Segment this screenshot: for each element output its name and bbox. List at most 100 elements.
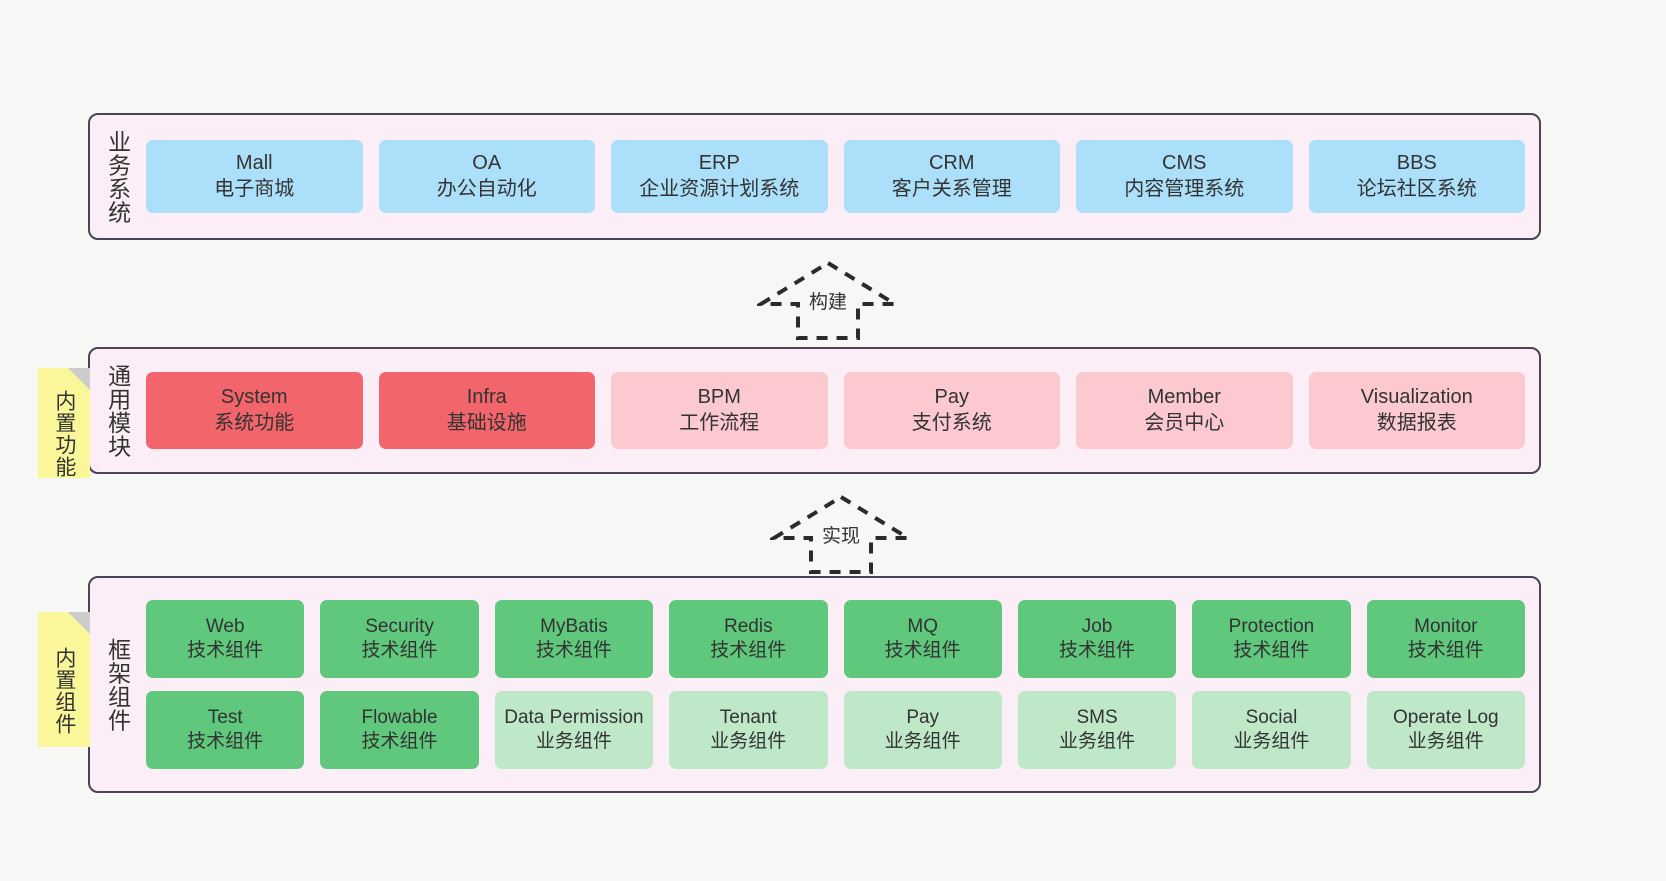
arrow-label-build: 构建 bbox=[809, 292, 848, 313]
card-subtitle: 技术组件 bbox=[187, 731, 264, 752]
card-subtitle: 工作流程 bbox=[679, 411, 760, 434]
card-title: MQ bbox=[907, 615, 938, 637]
card-erp[interactable]: ERP 企业资源计划系统 bbox=[611, 140, 828, 213]
card-subtitle: 技术组件 bbox=[361, 640, 438, 661]
card-title: Web bbox=[205, 615, 245, 637]
card-title: Protection bbox=[1228, 615, 1315, 637]
card-tenant[interactable]: Tenant 业务组件 bbox=[669, 691, 828, 769]
card-title: Redis bbox=[724, 615, 773, 637]
card-title: Operate Log bbox=[1392, 706, 1499, 728]
card-subtitle: 业务组件 bbox=[1233, 731, 1310, 752]
card-row: System 系统功能 Infra 基础设施 BPM 工作流程 Pay 支付系统… bbox=[146, 372, 1525, 449]
card-security[interactable]: Security 技术组件 bbox=[320, 600, 479, 678]
layer-title-framework: 框架组件 bbox=[104, 637, 131, 732]
card-subtitle: 业务组件 bbox=[710, 731, 787, 752]
card-title: System bbox=[220, 385, 288, 408]
card-title: BBS bbox=[1396, 151, 1437, 174]
layer-panel-business: 业务系统 Mall 电子商城 OA 办公自动化 ERP 企业资源计划系统 CRM… bbox=[88, 113, 1541, 240]
sticky-note-label: 内置组件 bbox=[52, 646, 76, 735]
card-title: Infra bbox=[466, 385, 507, 408]
card-test[interactable]: Test 技术组件 bbox=[146, 691, 305, 769]
card-title: Pay bbox=[906, 706, 940, 728]
card-bpm[interactable]: BPM 工作流程 bbox=[611, 372, 828, 449]
card-title: BPM bbox=[697, 385, 741, 408]
card-row-tech: Web 技术组件 Security 技术组件 MyBatis 技术组件 Redi… bbox=[146, 600, 1525, 678]
card-row-business: Test 技术组件 Flowable 技术组件 Data Permission … bbox=[146, 691, 1525, 769]
card-subtitle: 支付系统 bbox=[911, 411, 992, 434]
card-visualization[interactable]: Visualization 数据报表 bbox=[1308, 372, 1525, 449]
card-subtitle: 技术组件 bbox=[187, 640, 264, 661]
arrow-label-implement: 实现 bbox=[822, 526, 861, 547]
card-title: Pay bbox=[934, 385, 969, 408]
card-title: OA bbox=[472, 151, 502, 174]
card-oa[interactable]: OA 办公自动化 bbox=[378, 140, 595, 213]
card-title: CRM bbox=[928, 151, 975, 174]
card-title: Member bbox=[1147, 385, 1221, 408]
card-protection[interactable]: Protection 技术组件 bbox=[1192, 600, 1351, 678]
card-title: SMS bbox=[1076, 706, 1118, 728]
card-subtitle: 技术组件 bbox=[1407, 640, 1484, 661]
card-subtitle: 基础设施 bbox=[446, 411, 527, 434]
card-mall[interactable]: Mall 电子商城 bbox=[146, 140, 363, 213]
card-pay-module[interactable]: Pay 支付系统 bbox=[843, 372, 1060, 449]
card-monitor[interactable]: Monitor 技术组件 bbox=[1366, 600, 1525, 678]
card-subtitle: 技术组件 bbox=[535, 640, 612, 661]
card-title: Visualization bbox=[1360, 385, 1473, 408]
layer-body-framework: Web 技术组件 Security 技术组件 MyBatis 技术组件 Redi… bbox=[140, 578, 1539, 791]
card-title: Test bbox=[207, 706, 243, 728]
card-subtitle: 客户关系管理 bbox=[891, 177, 1012, 200]
card-system[interactable]: System 系统功能 bbox=[146, 372, 363, 449]
card-subtitle: 企业资源计划系统 bbox=[639, 177, 800, 200]
card-subtitle: 办公自动化 bbox=[436, 177, 537, 200]
card-operate-log[interactable]: Operate Log 业务组件 bbox=[1366, 691, 1525, 769]
card-subtitle: 电子商城 bbox=[214, 177, 295, 200]
card-pay-component[interactable]: Pay 业务组件 bbox=[843, 691, 1002, 769]
card-bbs[interactable]: BBS 论坛社区系统 bbox=[1308, 140, 1525, 213]
card-title: Data Permission bbox=[504, 706, 644, 728]
card-subtitle: 数据报表 bbox=[1376, 411, 1457, 434]
card-subtitle: 业务组件 bbox=[1059, 731, 1136, 752]
card-web[interactable]: Web 技术组件 bbox=[146, 600, 305, 678]
sticky-note-builtin-features: 内置功能 bbox=[38, 368, 90, 478]
card-title: Social bbox=[1245, 706, 1298, 728]
sticky-note-builtin-components: 内置组件 bbox=[38, 612, 90, 747]
card-redis[interactable]: Redis 技术组件 bbox=[669, 600, 828, 678]
card-title: CMS bbox=[1162, 151, 1207, 174]
card-title: Monitor bbox=[1414, 615, 1478, 637]
card-infra[interactable]: Infra 基础设施 bbox=[378, 372, 595, 449]
card-job[interactable]: Job 技术组件 bbox=[1017, 600, 1177, 678]
layer-title-common: 通用模块 bbox=[104, 363, 131, 458]
layer-body-business: Mall 电子商城 OA 办公自动化 ERP 企业资源计划系统 CRM 客户关系… bbox=[140, 115, 1539, 238]
card-social[interactable]: Social 业务组件 bbox=[1192, 691, 1351, 769]
card-member[interactable]: Member 会员中心 bbox=[1076, 372, 1293, 449]
card-subtitle: 论坛社区系统 bbox=[1356, 177, 1477, 200]
layer-body-common: System 系统功能 Infra 基础设施 BPM 工作流程 Pay 支付系统… bbox=[140, 349, 1539, 472]
arrow-build: 构建 bbox=[757, 260, 899, 340]
card-subtitle: 业务组件 bbox=[535, 731, 612, 752]
layer-title-business: 业务系统 bbox=[104, 129, 131, 224]
sticky-note-label: 内置功能 bbox=[52, 390, 76, 478]
card-mybatis[interactable]: MyBatis 技术组件 bbox=[494, 600, 654, 678]
card-title: MyBatis bbox=[540, 615, 608, 637]
card-data-permission[interactable]: Data Permission 业务组件 bbox=[494, 691, 654, 769]
card-title: Job bbox=[1081, 615, 1113, 637]
card-subtitle: 系统功能 bbox=[214, 411, 295, 434]
card-subtitle: 业务组件 bbox=[1407, 731, 1484, 752]
card-row: Mall 电子商城 OA 办公自动化 ERP 企业资源计划系统 CRM 客户关系… bbox=[146, 140, 1525, 213]
card-subtitle: 内容管理系统 bbox=[1124, 177, 1245, 200]
card-subtitle: 技术组件 bbox=[361, 731, 438, 752]
layer-panel-framework: 框架组件 Web 技术组件 Security 技术组件 MyBatis 技术组件… bbox=[88, 576, 1541, 793]
note-fold-icon bbox=[68, 368, 90, 390]
card-sms[interactable]: SMS 业务组件 bbox=[1017, 691, 1177, 769]
card-title: Tenant bbox=[719, 706, 777, 728]
card-cms[interactable]: CMS 内容管理系统 bbox=[1076, 140, 1293, 213]
card-subtitle: 技术组件 bbox=[1233, 640, 1310, 661]
card-subtitle: 技术组件 bbox=[710, 640, 787, 661]
card-title: Flowable bbox=[361, 706, 438, 728]
card-crm[interactable]: CRM 客户关系管理 bbox=[843, 140, 1060, 213]
card-mq[interactable]: MQ 技术组件 bbox=[843, 600, 1002, 678]
note-fold-icon bbox=[68, 612, 90, 634]
card-flowable[interactable]: Flowable 技术组件 bbox=[320, 691, 479, 769]
layer-panel-common: 通用模块 System 系统功能 Infra 基础设施 BPM 工作流程 Pay… bbox=[88, 347, 1541, 474]
